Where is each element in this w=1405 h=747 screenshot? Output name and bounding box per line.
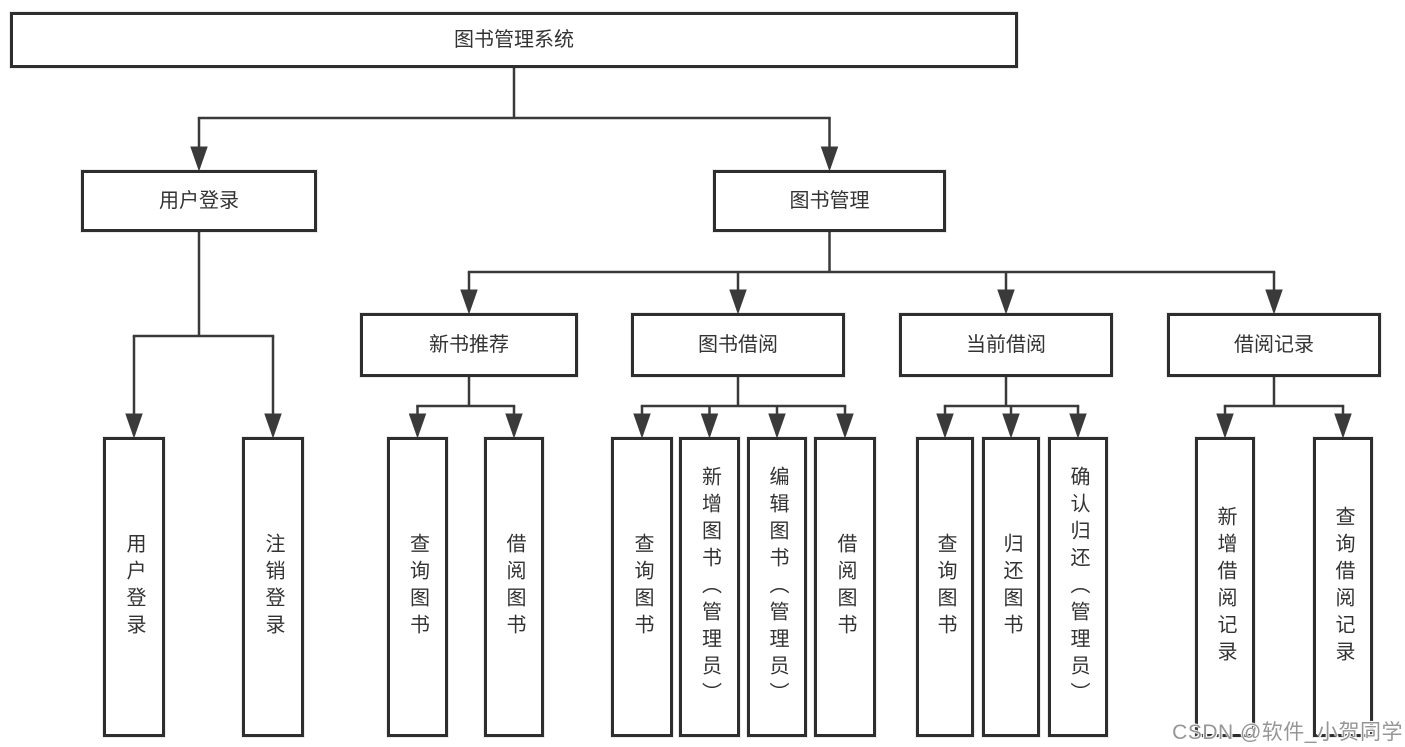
node-leaf-bb-edit-book-box: 编辑图书（管理员） <box>747 437 807 737</box>
node-leaf-logout-box: 注销登录 <box>242 437 304 737</box>
node-current-borrow-box: 当前借阅 <box>899 313 1113 377</box>
node-leaf-bb-edit-book-label: 编辑图书（管理员） <box>766 465 788 709</box>
node-leaf-bb-query-book-box: 查询图书 <box>611 437 673 737</box>
node-user-login-label: 用户登录 <box>159 190 239 212</box>
node-leaf-cb-return-book-box: 归还图书 <box>982 437 1040 737</box>
node-leaf-br-add-record-label: 新增借阅记录 <box>1214 506 1236 668</box>
node-leaf-cb-confirm-box: 确认归还（管理员） <box>1048 437 1108 737</box>
node-leaf-bb-add-book-label: 新增图书（管理员） <box>698 465 721 709</box>
node-new-book-rec-label: 新书推荐 <box>429 334 509 356</box>
node-leaf-nr-query-book-box: 查询图书 <box>387 437 448 737</box>
node-leaf-nr-borrow-book-box: 借阅图书 <box>484 437 544 737</box>
node-leaf-cb-query-book-label: 查询图书 <box>934 533 956 641</box>
node-borrow-records-label: 借阅记录 <box>1234 334 1314 356</box>
node-leaf-nr-borrow-book-label: 借阅图书 <box>503 533 525 641</box>
node-leaf-bb-borrow-book-box: 借阅图书 <box>814 437 876 737</box>
node-leaf-bb-borrow-book-label: 借阅图书 <box>834 533 856 641</box>
node-leaf-user-login-box: 用户登录 <box>103 437 165 737</box>
node-leaf-nr-query-book-label: 查询图书 <box>406 533 429 641</box>
node-leaf-bb-query-book-label: 查询图书 <box>631 533 653 641</box>
node-leaf-cb-query-book-box: 查询图书 <box>916 437 974 737</box>
node-book-borrow-label: 图书借阅 <box>698 334 778 356</box>
node-new-book-rec-box: 新书推荐 <box>360 313 578 377</box>
node-leaf-logout-label: 注销登录 <box>262 533 284 641</box>
node-book-borrow-box: 图书借阅 <box>631 313 845 377</box>
node-book-mgmt-label: 图书管理 <box>789 190 870 212</box>
node-leaf-cb-return-book-label: 归还图书 <box>1000 533 1022 641</box>
node-leaf-user-login-label: 用户登录 <box>123 533 145 641</box>
node-leaf-cb-confirm-label: 确认归还（管理员） <box>1067 465 1089 709</box>
node-root-box: 图书管理系统 <box>10 12 1018 68</box>
csdn-watermark: CSDN @软件_小贺同学 <box>1172 721 1403 744</box>
node-root-label: 图书管理系统 <box>454 29 574 51</box>
node-leaf-bb-add-book-box: 新增图书（管理员） <box>679 437 740 737</box>
node-book-mgmt-box: 图书管理 <box>713 170 946 232</box>
node-current-borrow-label: 当前借阅 <box>966 334 1046 356</box>
node-borrow-records-box: 借阅记录 <box>1167 313 1381 377</box>
node-user-login-box: 用户登录 <box>81 170 317 232</box>
node-leaf-br-query-record-label: 查询借阅记录 <box>1332 506 1354 668</box>
node-leaf-br-query-record-box: 查询借阅记录 <box>1313 437 1373 737</box>
node-leaf-br-add-record-box: 新增借阅记录 <box>1195 437 1255 737</box>
